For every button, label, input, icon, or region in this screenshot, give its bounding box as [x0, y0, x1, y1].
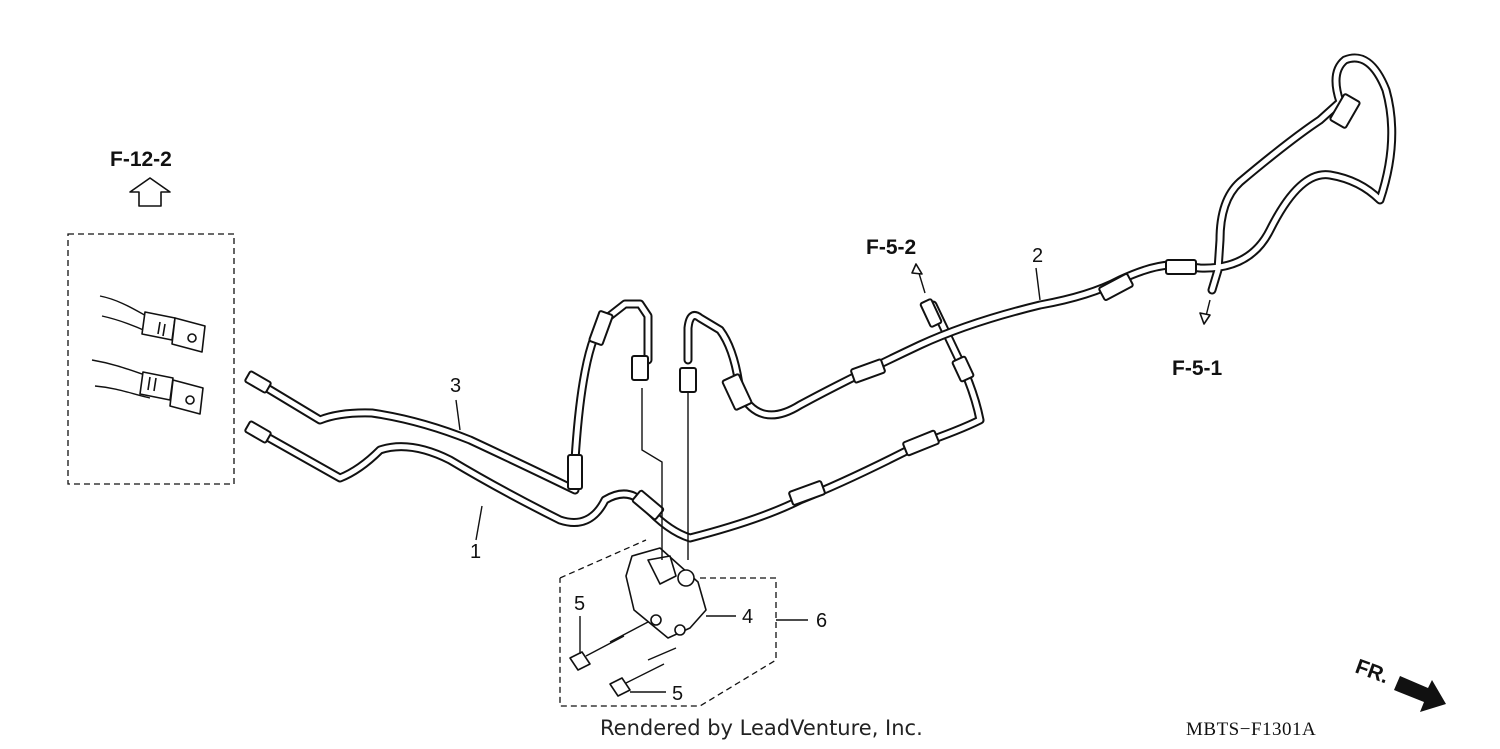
callout-4: 4 [742, 606, 753, 628]
callout-2: 2 [1032, 245, 1043, 267]
f-5-2-arrow-icon [911, 263, 923, 275]
pipe-1-fitting [244, 420, 272, 444]
brake-pipe-1 [257, 298, 985, 543]
leader-2 [1035, 267, 1041, 301]
bolt-upper-leader [609, 621, 649, 643]
bolt-upper [569, 635, 625, 671]
credit-text: Rendered by LeadVenture, Inc. [600, 716, 923, 740]
reference-f-12-2: F-12-2 [110, 148, 172, 171]
brake-pipe-2 [679, 53, 1397, 420]
diagram-code: MBTS−F1301A [1186, 719, 1317, 740]
callout-3: 3 [450, 375, 461, 397]
leader-1 [475, 505, 483, 541]
callout-1: 1 [470, 541, 481, 563]
pipe-3-fitting [244, 370, 272, 394]
assembly-outline [559, 539, 777, 707]
caliper-fittings [91, 295, 206, 415]
reference-f-5-2: F-5-2 [866, 236, 916, 259]
reference-f-5-1: F-5-1 [1172, 357, 1222, 380]
callout-6: 6 [816, 610, 827, 632]
bolt-lower [609, 663, 665, 697]
inset-box [67, 233, 235, 485]
proportioning-valve [625, 547, 707, 639]
bolt-lower-leader [647, 647, 677, 661]
up-arrow-icon [129, 177, 171, 207]
valve-connection-lines [641, 388, 689, 560]
f-5-1-arrow-line [1205, 299, 1211, 317]
f-5-1-arrow-icon [1199, 312, 1211, 325]
callout-5-upper: 5 [574, 593, 585, 615]
front-arrow-icon [1394, 676, 1446, 712]
front-indicator-label: FR. [1352, 655, 1392, 688]
brake-pipe-3 [257, 299, 653, 495]
leader-3 [455, 399, 461, 431]
callout-5-lower: 5 [672, 683, 683, 705]
